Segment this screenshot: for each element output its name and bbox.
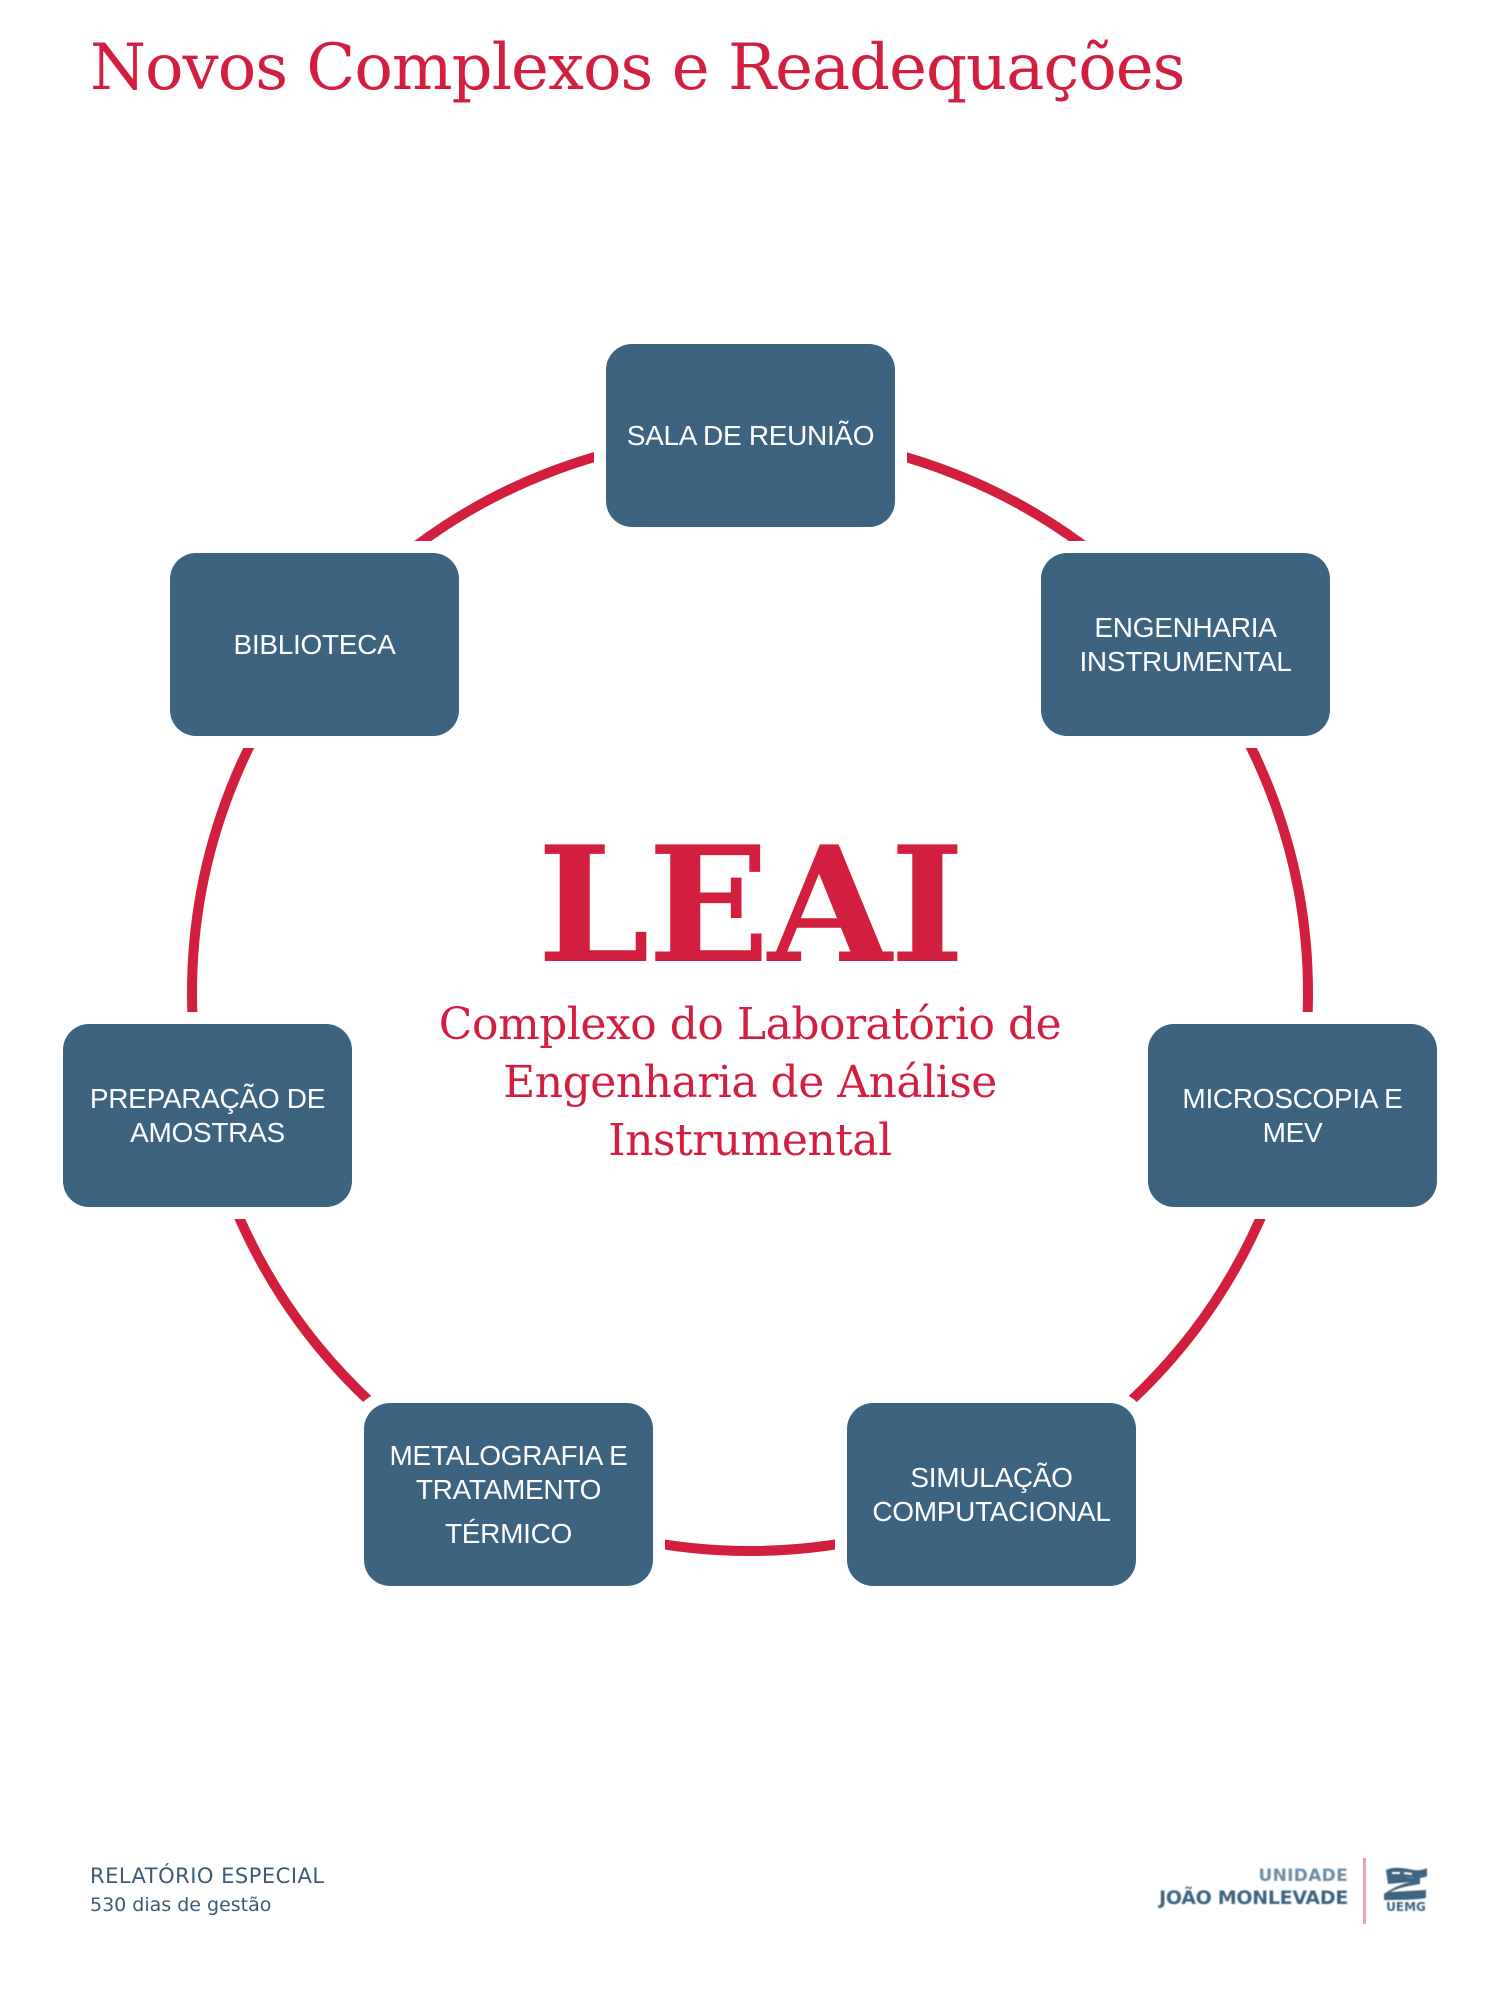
center-subtitle-line: Instrumental xyxy=(608,1115,892,1166)
node-label: TÉRMICO xyxy=(444,1517,572,1549)
logo-unit-name: JOÃO MONLEVADE xyxy=(1159,1887,1348,1909)
node-label: TRATAMENTO xyxy=(415,1473,602,1505)
logo-divider xyxy=(1363,1858,1366,1924)
center-label: LEAI Complexo do Laboratório de Engenhar… xyxy=(350,820,1150,1170)
node-label: BIBLIOTECA xyxy=(233,628,396,660)
page-title: Novos Complexos e Readequações xyxy=(90,31,1185,105)
center-subtitle: Complexo do Laboratório de Engenharia de… xyxy=(350,996,1150,1170)
node-label: PREPARAÇÃO DE xyxy=(89,1082,326,1114)
report-label: RELATÓRIO ESPECIAL xyxy=(90,1864,325,1888)
node-label: AMOSTRAS xyxy=(130,1116,285,1148)
node-engenharia-instrumental[interactable]: ENGENHARIA INSTRUMENTAL xyxy=(1041,553,1330,736)
node-label: METALOGRAFIA E xyxy=(389,1439,628,1471)
footer-report-info: RELATÓRIO ESPECIAL 530 dias de gestão xyxy=(90,1862,325,1920)
center-acronym: LEAI xyxy=(537,811,964,999)
uemg-logo: UNIDADE JOÃO MONLEVADE UEMG xyxy=(1140,1856,1440,1926)
uemg-emblem-icon xyxy=(1384,1867,1427,1900)
center-subtitle-line: Engenharia de Análise xyxy=(503,1057,997,1108)
node-label: COMPUTACIONAL xyxy=(872,1495,1111,1527)
node-label: MICROSCOPIA E xyxy=(1182,1082,1403,1114)
node-metalografia-e-tratamento-termico[interactable]: METALOGRAFIA E TRATAMENTO TÉRMICO xyxy=(364,1403,653,1586)
node-microscopia-e-mev[interactable]: MICROSCOPIA E MEV xyxy=(1148,1024,1437,1207)
logo-org-abbrev: UEMG xyxy=(1386,1900,1426,1914)
center-subtitle-line: Complexo do Laboratório de xyxy=(438,999,1062,1050)
logo-unit-text: UNIDADE JOÃO MONLEVADE xyxy=(1159,1866,1348,1910)
node-sala-de-reuniao[interactable]: SALA DE REUNIÃO xyxy=(606,344,895,527)
node-label: ENGENHARIA xyxy=(1094,611,1277,643)
node-label: INSTRUMENTAL xyxy=(1079,645,1292,677)
report-subtitle: 530 dias de gestão xyxy=(90,1894,272,1916)
node-label: SALA DE REUNIÃO xyxy=(626,419,875,451)
node-biblioteca[interactable]: BIBLIOTECA xyxy=(170,553,459,736)
logo-unit-label: UNIDADE xyxy=(1258,1866,1348,1886)
node-label: SIMULAÇÃO xyxy=(910,1461,1073,1493)
node-label: MEV xyxy=(1262,1116,1323,1148)
node-simulacao-computacional[interactable]: SIMULAÇÃO COMPUTACIONAL xyxy=(847,1403,1136,1586)
node-preparacao-de-amostras[interactable]: PREPARAÇÃO DE AMOSTRAS xyxy=(63,1024,352,1207)
